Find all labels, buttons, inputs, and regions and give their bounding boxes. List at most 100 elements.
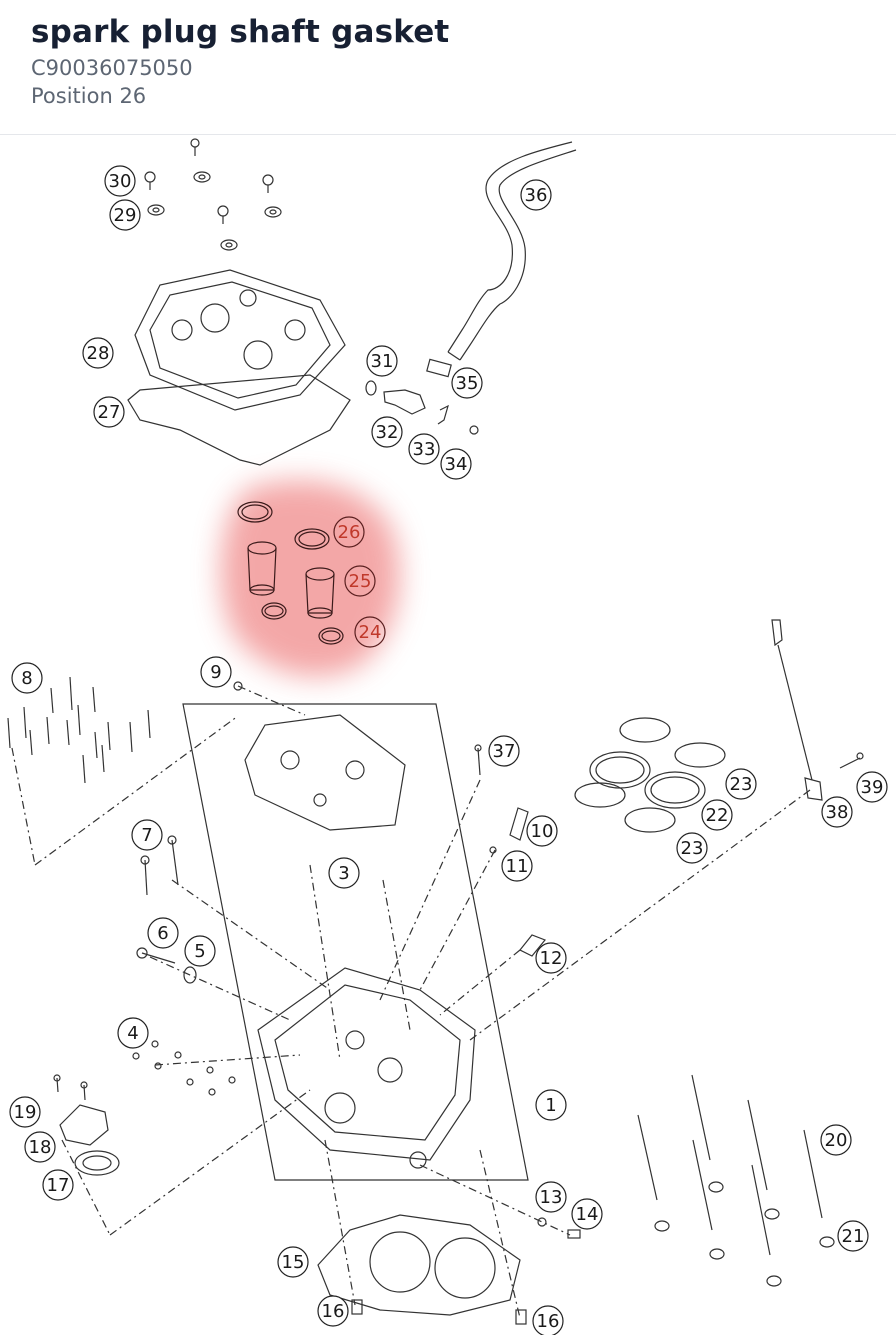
callout-circle-c9[interactable]: [200, 656, 232, 688]
callout-label-c10[interactable]: 10: [531, 821, 554, 842]
callout-label-c7[interactable]: 7: [141, 825, 152, 846]
callout-label-c27[interactable]: 27: [98, 402, 121, 423]
intake-manifolds: [574, 717, 726, 833]
callout-circle-c29[interactable]: [109, 199, 141, 231]
callout-label-c14[interactable]: 14: [576, 1204, 599, 1225]
callout-label-c33[interactable]: 33: [413, 439, 436, 460]
callout-circle-c17[interactable]: [42, 1169, 74, 1201]
breather-elbow: [383, 389, 426, 415]
callout-circle-c39[interactable]: [856, 771, 888, 803]
callout-label-c3[interactable]: 3: [338, 863, 349, 884]
long-bolts-washers: [637, 1074, 835, 1287]
callout-circle-c13[interactable]: [535, 1181, 567, 1213]
callout-circle-c21[interactable]: [837, 1220, 869, 1252]
callout-circle-c15[interactable]: [277, 1246, 309, 1278]
callout-circle-c36[interactable]: [520, 179, 552, 211]
callout-circle-c18[interactable]: [24, 1131, 56, 1163]
part-position: Position 26: [31, 84, 147, 108]
callout-circle-c35[interactable]: [451, 367, 483, 399]
callout-circle-c33[interactable]: [408, 433, 440, 465]
valve-cover-gasket: [127, 374, 351, 466]
assembly-frame: [182, 703, 529, 1181]
callout-label-c22[interactable]: 22: [706, 805, 729, 826]
callout-label-c29[interactable]: 29: [114, 205, 137, 226]
callout-label-c25[interactable]: 25: [349, 571, 372, 592]
callout-label-c19[interactable]: 19: [14, 1102, 37, 1123]
callout-label-c37[interactable]: 37: [493, 741, 516, 762]
callout-circle-c12[interactable]: [535, 942, 567, 974]
callout-label-c39[interactable]: 39: [861, 777, 884, 798]
callout-label-c35[interactable]: 35: [456, 373, 479, 394]
callout-label-c15[interactable]: 15: [282, 1252, 305, 1273]
callout-circle-c32[interactable]: [371, 416, 403, 448]
callout-label-c34[interactable]: 34: [445, 454, 468, 475]
valve-cover: [134, 269, 346, 411]
callout-label-c23a[interactable]: 23: [730, 774, 753, 795]
callout-circle-c11[interactable]: [501, 850, 533, 882]
callout-label-c13[interactable]: 13: [540, 1187, 563, 1208]
part-title: spark plug shaft gasket: [31, 14, 450, 50]
camshaft-carrier: [244, 714, 406, 831]
callout-label-c1[interactable]: 1: [545, 1095, 556, 1116]
callout-circle-c19[interactable]: [9, 1096, 41, 1128]
callout-circle-c37[interactable]: [488, 735, 520, 767]
callout-circle-c22[interactable]: [701, 799, 733, 831]
callouts: [9, 165, 888, 1335]
callout-circle-c16b[interactable]: [532, 1305, 564, 1335]
callout-circle-c25[interactable]: [344, 565, 376, 597]
leader-lines: [61, 779, 811, 1319]
callout-label-c31[interactable]: 31: [371, 351, 394, 372]
callout-label-c16b[interactable]: 16: [537, 1311, 560, 1332]
callout-circle-c16a[interactable]: [317, 1295, 349, 1327]
callout-circle-c28[interactable]: [82, 337, 114, 369]
part-header: spark plug shaft gasket C90036075050 Pos…: [0, 0, 896, 135]
callout-label-c26[interactable]: 26: [338, 522, 361, 543]
callout-label-c16a[interactable]: 16: [322, 1301, 345, 1322]
callout-label-c32[interactable]: 32: [376, 422, 399, 443]
callout-label-c20[interactable]: 20: [825, 1130, 848, 1151]
callout-circle-c24[interactable]: [354, 616, 386, 648]
callout-label-c8[interactable]: 8: [21, 668, 32, 689]
callout-label-c9[interactable]: 9: [210, 662, 221, 683]
callout-circle-c27[interactable]: [93, 396, 125, 428]
callout-label-c12[interactable]: 12: [540, 948, 563, 969]
callout-circle-c7[interactable]: [131, 819, 163, 851]
callout-circle-c34[interactable]: [440, 448, 472, 480]
callout-label-c30[interactable]: 30: [109, 171, 132, 192]
callout-label-c11[interactable]: 11: [506, 856, 529, 877]
callout-label-c36[interactable]: 36: [525, 185, 548, 206]
callout-circle-c38[interactable]: [821, 796, 853, 828]
callout-label-c23b[interactable]: 23: [681, 838, 704, 859]
callout-circle-c23a[interactable]: [725, 768, 757, 800]
callout-label-c18[interactable]: 18: [29, 1137, 52, 1158]
thermostat-housing: [53, 1074, 120, 1176]
callout-circle-c4[interactable]: [117, 1017, 149, 1049]
callout-label-c28[interactable]: 28: [87, 343, 110, 364]
callout-circle-c31[interactable]: [366, 345, 398, 377]
callout-label-c24[interactable]: 24: [359, 622, 382, 643]
callout-circle-c20[interactable]: [820, 1124, 852, 1156]
hose-sleeve: [426, 358, 452, 378]
callout-circle-c6[interactable]: [147, 917, 179, 949]
callout-circle-c1[interactable]: [535, 1089, 567, 1121]
spark-plug-shaft-parts: [237, 501, 344, 645]
callout-label-c5[interactable]: 5: [194, 941, 205, 962]
callout-label-c6[interactable]: 6: [157, 923, 168, 944]
callout-circle-c14[interactable]: [571, 1198, 603, 1230]
cylinder-head-bolts: [7, 676, 239, 866]
callout-circle-c3[interactable]: [328, 857, 360, 889]
callout-label-c4[interactable]: 4: [127, 1023, 138, 1044]
callout-label-c21[interactable]: 21: [842, 1226, 865, 1247]
plugs: [132, 1040, 236, 1096]
callout-circle-c30[interactable]: [104, 165, 136, 197]
callout-circle-c8[interactable]: [11, 662, 43, 694]
callout-circle-c10[interactable]: [526, 815, 558, 847]
callout-label-c17[interactable]: 17: [47, 1175, 70, 1196]
cylinder-head: [257, 967, 476, 1169]
callout-circle-c26[interactable]: [333, 516, 365, 548]
callout-circle-c23b[interactable]: [676, 832, 708, 864]
callout-circle-c5[interactable]: [184, 935, 216, 967]
callout-label-c38[interactable]: 38: [826, 802, 849, 823]
